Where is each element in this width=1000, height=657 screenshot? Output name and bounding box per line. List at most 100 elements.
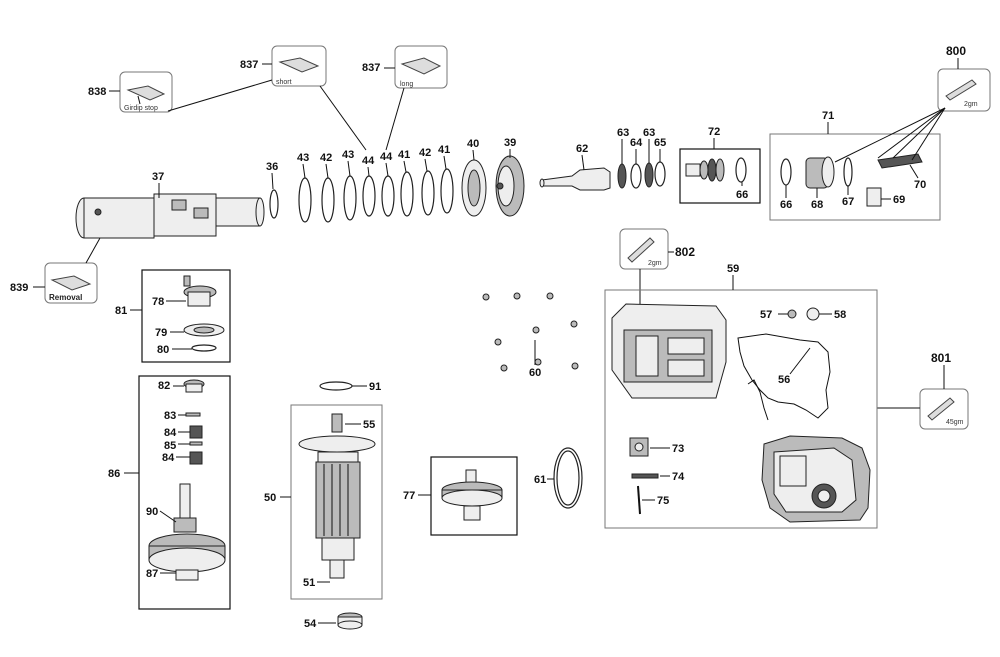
part-55-armature [298, 413, 376, 579]
label-81: 81 [115, 305, 127, 317]
caption-802: 2gm [648, 260, 662, 267]
part-82 [183, 379, 205, 393]
kit-box-72 [679, 148, 761, 204]
label-59: 59 [727, 263, 739, 275]
label-61: 61 [534, 474, 546, 486]
part-36-ring [269, 189, 279, 219]
label-82: 82 [158, 380, 170, 392]
label-54: 54 [304, 618, 317, 630]
label-86: 86 [108, 468, 120, 480]
label-78: 78 [152, 296, 164, 308]
part-87-gear-assembly [148, 483, 226, 581]
label-43b: 43 [342, 149, 354, 161]
kit-box-50 [290, 404, 383, 600]
part-40-bearing [461, 159, 487, 217]
part-72-piston [685, 157, 747, 183]
label-71: 71 [822, 110, 834, 122]
label-39: 39 [504, 137, 516, 149]
label-85: 85 [164, 440, 176, 452]
part-74 [631, 473, 659, 479]
part-84a [189, 425, 203, 439]
label-44a: 44 [362, 155, 375, 167]
part-84b [189, 451, 203, 465]
grease-icon-800 [937, 68, 991, 112]
caption-839: Removal [49, 293, 82, 302]
label-58: 58 [834, 309, 846, 321]
caption-800: 2gm [964, 101, 978, 108]
part-39-gear [495, 155, 525, 217]
label-50: 50 [264, 492, 276, 504]
label-42a: 42 [320, 152, 332, 164]
tool-icon-837-short [271, 45, 327, 87]
label-800: 800 [946, 44, 966, 58]
label-66b: 66 [780, 199, 792, 211]
label-84a: 84 [164, 427, 177, 439]
label-837-long: 837 [362, 62, 380, 74]
label-65: 65 [654, 137, 666, 149]
label-41a: 41 [398, 149, 410, 161]
label-75: 75 [657, 495, 669, 507]
part-gear-housing-lower [761, 435, 871, 523]
label-66a: 66 [736, 189, 748, 201]
part-83 [185, 412, 201, 417]
part-80-ring [191, 344, 217, 352]
label-64: 64 [630, 137, 643, 149]
part-54-bearing [337, 612, 363, 630]
part-37-tool-holder [75, 193, 265, 239]
label-79: 79 [155, 327, 167, 339]
kit-box-71 [769, 133, 941, 221]
kit-box-81 [141, 269, 231, 363]
part-61-oring [553, 447, 583, 509]
grease-icon-802 [619, 228, 669, 270]
label-802: 802 [675, 245, 695, 259]
kit-box-59 [604, 289, 878, 529]
label-91: 91 [369, 381, 381, 393]
part-58 [806, 307, 820, 321]
part-78-pinion [183, 275, 217, 307]
label-838: 838 [88, 86, 106, 98]
part-69-pin [866, 187, 882, 207]
label-67: 67 [842, 196, 854, 208]
label-37: 37 [152, 171, 164, 183]
label-43a: 43 [297, 152, 309, 164]
screws-60 [482, 292, 579, 372]
label-57: 57 [760, 309, 772, 321]
label-83: 83 [164, 410, 176, 422]
label-63b: 63 [643, 127, 655, 139]
part-56-gasket [737, 333, 831, 419]
label-72: 72 [708, 126, 720, 138]
label-56: 56 [778, 374, 790, 386]
label-62: 62 [576, 143, 588, 155]
caption-837-short: short [276, 79, 292, 86]
part-91-ring [319, 381, 353, 391]
label-69: 69 [893, 194, 905, 206]
label-55: 55 [363, 419, 375, 431]
part-77-gear [441, 469, 503, 521]
label-42b: 42 [419, 147, 431, 159]
label-837-short: 837 [240, 59, 258, 71]
part-gear-housing-upper [611, 303, 727, 399]
label-44b: 44 [380, 151, 393, 163]
part-57 [787, 309, 797, 319]
tool-icon-839 [44, 262, 98, 304]
label-77: 77 [403, 490, 415, 502]
label-73: 73 [672, 443, 684, 455]
label-90: 90 [146, 506, 158, 518]
label-84b: 84 [162, 452, 175, 464]
label-68: 68 [811, 199, 823, 211]
rings-63-65 [617, 161, 666, 189]
part-70-connector [877, 153, 923, 169]
part-73 [629, 437, 649, 457]
tool-icon-837-long [394, 45, 448, 89]
label-51: 51 [303, 577, 315, 589]
label-839: 839 [10, 282, 28, 294]
label-36: 36 [266, 161, 278, 173]
label-80: 80 [157, 344, 169, 356]
kit-box-77 [430, 456, 518, 536]
label-40: 40 [467, 138, 479, 150]
label-87: 87 [146, 568, 158, 580]
part-75 [637, 485, 641, 515]
kit-box-86 [138, 375, 231, 610]
caption-801: 45gm [946, 419, 964, 426]
